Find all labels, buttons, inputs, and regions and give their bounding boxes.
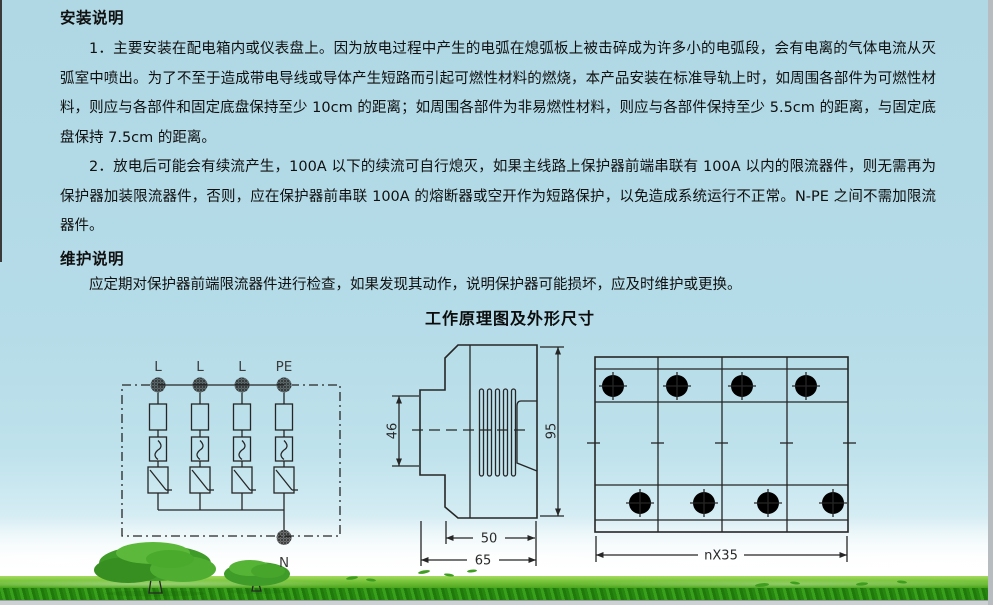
window-left-edge [0, 0, 2, 262]
front-view-drawing: nX35 [587, 356, 856, 564]
grass-leaf-specks [346, 569, 907, 587]
neutral-terminal [276, 530, 292, 545]
circuit-branch [147, 377, 172, 510]
top-screws [599, 372, 820, 400]
window-bottom-edge [0, 600, 993, 605]
grass-highlight [0, 580, 993, 588]
neutral-bus [158, 509, 285, 530]
big-tree [94, 542, 216, 597]
side-outline [419, 344, 538, 519]
terminal-label-l3: L [238, 359, 246, 375]
grass-tufts [0, 588, 993, 601]
dim-46-label: 46 [386, 423, 401, 440]
circuit-branch [189, 377, 214, 510]
install-paragraph-2: 2．放电后可能会有续流产生，100A 以下的续流可自行熄灭，如果主线路上保护器前… [60, 159, 936, 234]
terminal-label-n: N [279, 555, 289, 571]
install-paragraph-1: 1．主要安装在配电箱内或仪表盘上。因为放电过程中产生的电弧在熄弧板上被击碎成为许… [60, 41, 936, 146]
terminal-label-l1: L [154, 359, 162, 375]
manual-text-block: 安装说明 1．主要安装在配电箱内或仪表盘上。因为放电过程中产生的电弧在熄弧板上被… [60, 6, 936, 300]
dim-50-label: 50 [481, 532, 498, 547]
maintain-heading: 维护说明 [60, 249, 125, 268]
circuit-diagram: L L L PE [121, 359, 341, 571]
dim-95: 95 [540, 346, 564, 517]
figure-title: 工作原理图及外形尺寸 [424, 309, 596, 328]
dim-95-label: 95 [545, 423, 560, 440]
window-right-edge [988, 0, 993, 605]
maintain-paragraph: 应定期对保护器前端限流器件进行检查，如果发现其动作，说明保护器可能损坏，应及时维… [89, 276, 742, 293]
circuit-branch [231, 377, 256, 510]
dim-65-label: 65 [475, 554, 492, 569]
dim-65: 65 [420, 521, 537, 569]
landscape-trees [94, 542, 907, 597]
dim-46: 46 [386, 395, 419, 467]
side-view-drawing: 46 95 50 65 [386, 344, 564, 569]
dim-nx35-label: nX35 [704, 549, 738, 564]
circuit-boundary [121, 384, 341, 537]
install-heading: 安装说明 [60, 9, 125, 27]
rail-clip [516, 400, 538, 472]
dim-50: 50 [445, 521, 535, 547]
small-tree [224, 560, 290, 594]
bottom-screws [626, 489, 847, 517]
circuit-branch [273, 377, 298, 510]
terminal-label-l2: L [196, 359, 204, 375]
terminal-label-pe: PE [276, 359, 293, 375]
vent-slots [478, 388, 517, 477]
dim-nx35: nX35 [595, 536, 848, 564]
